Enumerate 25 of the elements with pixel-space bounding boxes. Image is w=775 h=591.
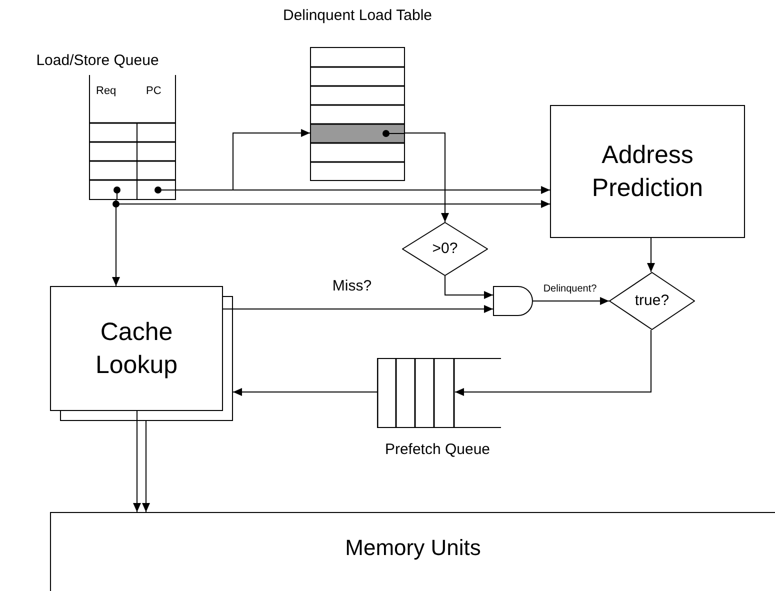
arrow: [133, 410, 141, 512]
memory-block: [50, 512, 775, 591]
arrow: [176, 129, 310, 190]
arrow: [222, 305, 494, 313]
table-heading: Load/Store Queue: [35, 51, 160, 71]
arrow: [647, 238, 655, 272]
process-box: Address Prediction: [550, 105, 745, 238]
arrow: [532, 297, 610, 305]
condition-text: true?: [634, 290, 670, 311]
edge-label: Delinquent?: [542, 284, 598, 296]
arrow: [454, 330, 652, 396]
arrow: [232, 388, 378, 396]
block-title: Memory Units: [345, 534, 481, 562]
column-header: Req: [96, 86, 116, 97]
table-heading: Delinquent Load Table: [282, 6, 433, 26]
column-header: PC: [146, 86, 162, 97]
arrow: [404, 132, 449, 222]
decision-diamond: [609, 272, 695, 330]
process-box: Cache Lookup: [50, 286, 223, 411]
decision-diamond: [402, 222, 488, 276]
arrow: [444, 276, 494, 299]
queue-caption: Prefetch Queue: [384, 440, 492, 460]
and-gate-symbol: [493, 286, 533, 316]
condition-text: >0?: [432, 238, 458, 259]
arrow: [142, 420, 150, 512]
